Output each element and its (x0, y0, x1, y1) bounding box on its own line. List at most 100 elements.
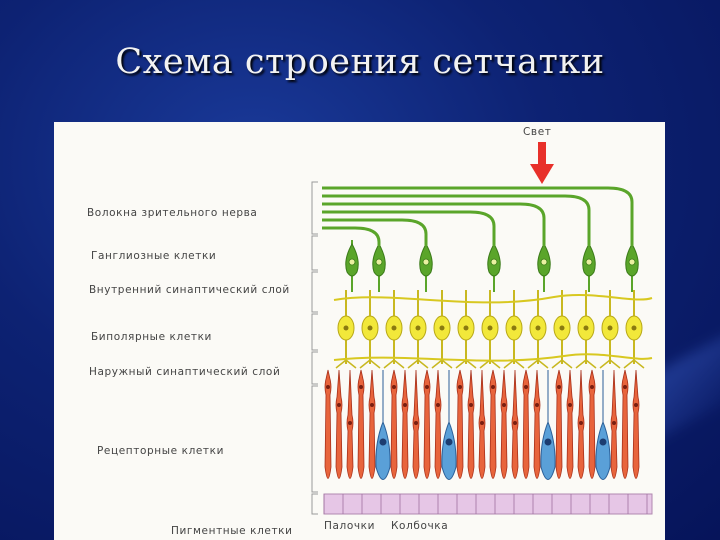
nerve-fiber-layer (322, 186, 634, 246)
ganglion-nucleus (348, 258, 356, 266)
nerve-fiber (322, 202, 546, 246)
bipolar-dendrite (599, 359, 621, 369)
light-arrow-head (530, 164, 554, 184)
rod-cell (467, 369, 475, 479)
bipolar-layer (333, 290, 653, 369)
ganglion-layer (345, 240, 639, 292)
label-inner-synaptic-layer: Внутренний синаптический слой (89, 284, 290, 296)
receptor-layer (324, 369, 640, 480)
layer-bracket (311, 493, 318, 515)
rod-cell (632, 369, 640, 479)
bipolar-nucleus (559, 325, 565, 331)
rod-cell (335, 369, 343, 479)
bipolar-nucleus (583, 325, 589, 331)
rod-nucleus (348, 421, 352, 425)
bipolar-dendrite (359, 359, 381, 369)
label-ganglion-cells: Ганглиозные клетки (91, 250, 217, 262)
layer-bracket (311, 313, 318, 351)
label-bipolar-cells: Биполярные клетки (91, 331, 212, 343)
rod-nucleus (491, 385, 495, 389)
rod-cell (500, 369, 508, 479)
outer-synaptic-process (333, 353, 653, 362)
rod-cell (588, 369, 596, 479)
label-pigment-cells: Пигментные клетки (171, 525, 293, 537)
bipolar-dendrite (623, 359, 645, 369)
bipolar-dendrite (335, 359, 357, 369)
rod-nucleus (612, 421, 616, 425)
bipolar-nucleus (607, 325, 613, 331)
cone-nucleus (544, 438, 552, 446)
rod-nucleus (535, 403, 539, 407)
rod-cell (456, 369, 464, 479)
rod-nucleus (590, 385, 594, 389)
rod-cell (423, 369, 431, 479)
rod-nucleus (513, 421, 517, 425)
rod-nucleus (623, 385, 627, 389)
label-cones: Колбочка (391, 520, 449, 532)
rod-cell (522, 369, 530, 479)
rod-nucleus (425, 385, 429, 389)
ganglion-nucleus (540, 258, 548, 266)
bipolar-nucleus (463, 325, 469, 331)
label-outer-synaptic-layer: Наружный синаптический слой (89, 366, 281, 378)
ganglion-nucleus (490, 258, 498, 266)
label-receptor-cells: Рецепторные клетки (97, 445, 225, 457)
layer-bracket (311, 235, 318, 271)
bipolar-nucleus (367, 325, 373, 331)
cone-nucleus (379, 438, 387, 446)
rod-nucleus (403, 403, 407, 407)
rod-cell (434, 369, 442, 479)
light-arrow (530, 142, 554, 184)
nerve-fiber (322, 210, 496, 246)
rod-nucleus (370, 403, 374, 407)
bipolar-nucleus (511, 325, 517, 331)
rod-cell (555, 369, 563, 479)
layer-bracket (311, 351, 318, 385)
cone-cell (375, 370, 391, 480)
rod-cell (566, 369, 574, 479)
bipolar-dendrite (551, 359, 573, 369)
ganglion-nucleus (585, 258, 593, 266)
page-title: Схема строения сетчатки (115, 42, 605, 82)
nerve-fiber (322, 186, 634, 246)
rod-nucleus (557, 385, 561, 389)
layer-bracket (311, 385, 318, 493)
rod-cell (368, 369, 376, 479)
rod-cell (401, 369, 409, 479)
layer-brackets (311, 181, 318, 515)
rod-cell (324, 369, 332, 479)
rod-nucleus (392, 385, 396, 389)
bipolar-nucleus (415, 325, 421, 331)
layer-bracket (311, 181, 318, 235)
bipolar-dendrite (407, 359, 429, 369)
rod-nucleus (634, 403, 638, 407)
label-rods: Палочки (324, 520, 376, 532)
retina-diagram (311, 142, 653, 515)
bipolar-dendrite (527, 359, 549, 369)
bipolar-nucleus (343, 325, 349, 331)
pigment-layer (323, 493, 653, 515)
rod-cell (357, 369, 365, 479)
ganglion-nucleus (375, 258, 383, 266)
rod-nucleus (326, 385, 330, 389)
layer-bracket (311, 271, 318, 313)
bipolar-dendrite (575, 359, 597, 369)
rod-nucleus (568, 403, 572, 407)
ganglion-nucleus (422, 258, 430, 266)
cone-cell (540, 370, 556, 480)
rod-nucleus (480, 421, 484, 425)
bipolar-nucleus (535, 325, 541, 331)
light-arrow-shaft (538, 142, 546, 166)
rod-cell (390, 369, 398, 479)
cone-cell (441, 370, 457, 480)
cone-cell (595, 370, 611, 480)
bipolar-nucleus (391, 325, 397, 331)
bipolar-dendrite (383, 359, 405, 369)
rod-nucleus (337, 403, 341, 407)
nerve-fiber (322, 194, 591, 246)
label-light: Свет (523, 126, 552, 138)
rod-nucleus (436, 403, 440, 407)
ganglion-nucleus (628, 258, 636, 266)
rod-nucleus (579, 421, 583, 425)
rod-cell (533, 369, 541, 479)
